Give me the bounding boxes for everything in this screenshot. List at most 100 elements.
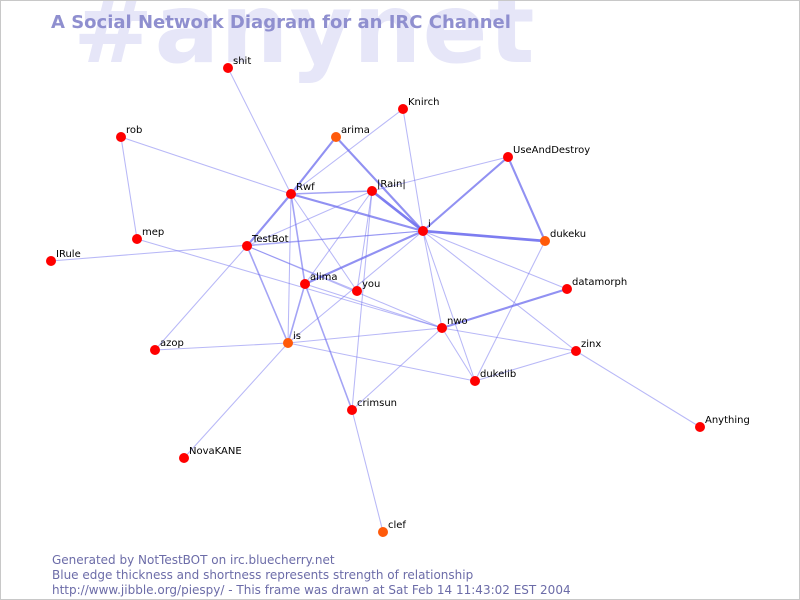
edge-testbot-nwo <box>246 245 443 329</box>
node-i: i <box>418 219 431 236</box>
edges-layer <box>50 67 701 533</box>
node-label: crimsun <box>357 398 397 409</box>
edge-is-novakane <box>183 342 289 459</box>
node-label: alima <box>310 272 338 283</box>
edge-testbot-is <box>246 245 289 344</box>
node-label: datamorph <box>572 277 627 288</box>
node-label: clef <box>388 520 406 531</box>
node-label: TestBot <box>251 234 289 245</box>
edge-useanddestroy-dukeku <box>506 155 547 243</box>
edge-rainl-alima <box>304 190 373 285</box>
node-novakane: NovaKANE <box>179 446 242 463</box>
edge-useanddestroy-i <box>421 155 510 233</box>
edge-shit-rwf <box>227 67 292 195</box>
node-dot <box>223 63 233 73</box>
node-label: zinx <box>581 339 601 350</box>
edge-i-alima <box>303 229 425 286</box>
node-label: azop <box>160 338 184 349</box>
node-label: you <box>362 279 380 290</box>
node-label: Knirch <box>408 97 439 108</box>
node-you: you <box>352 279 380 296</box>
node-label: dukeku <box>550 229 586 240</box>
edge-crimsun-clef <box>351 409 384 533</box>
node-dot <box>179 453 189 463</box>
node-rob: rob <box>116 125 142 142</box>
node-clef: clef <box>378 520 406 537</box>
edge-dukeku-dukelib <box>474 240 546 382</box>
node-label: nwo <box>447 316 468 327</box>
edge-nwo-datamorph <box>440 287 569 330</box>
edge-rainl-crimsun <box>351 190 373 411</box>
edge-irule-i <box>50 230 424 262</box>
node-label: |Rain| <box>377 179 406 190</box>
node-dot <box>283 338 293 348</box>
node-dukelib: dukelib <box>470 369 516 386</box>
edge-mep-nwo <box>136 238 443 329</box>
footer-legend-note: Blue edge thickness and shortness repres… <box>52 568 474 582</box>
edge-knirch-i <box>402 108 424 232</box>
node-crimsun: crimsun <box>347 398 397 415</box>
node-nwo: nwo <box>437 316 468 333</box>
node-dot <box>437 323 447 333</box>
edge-zinx-anything <box>575 350 701 428</box>
edge-nwo-zinx <box>441 327 577 352</box>
edge-rwf-alima <box>290 193 306 285</box>
node-arima: arima <box>331 125 370 142</box>
edge-azop-is <box>154 342 289 351</box>
footer-timestamp: http://www.jibble.org/piespy/ - This fra… <box>52 583 571 597</box>
edge-rwf-i <box>289 192 425 233</box>
node-label: dukelib <box>480 369 516 380</box>
channel-watermark: #anynet <box>73 0 536 85</box>
edge-arima-rwf <box>289 135 338 196</box>
edge-zinx-dukelib <box>474 350 577 382</box>
edge-alima-crimsun <box>304 283 353 411</box>
edge-rob-mep <box>120 136 138 240</box>
node-label: IRule <box>56 249 81 260</box>
node-dot <box>242 241 252 251</box>
node-dot <box>398 104 408 114</box>
edge-i-dukeku <box>421 229 547 243</box>
node-dot <box>116 132 126 142</box>
edge-arima-i <box>334 135 425 233</box>
node-label: Rwf <box>296 182 315 193</box>
edge-i-testbot <box>246 230 424 247</box>
node-label: UseAndDestroy <box>513 145 590 156</box>
node-label: i <box>428 219 431 230</box>
node-useanddestroy: UseAndDestroy <box>503 145 590 162</box>
node-dot <box>470 376 480 386</box>
node-label: shit <box>233 56 251 67</box>
node-dot <box>367 186 377 196</box>
node-dot <box>418 226 428 236</box>
edge-rainl-you <box>356 190 373 292</box>
edge-rob-rwf <box>120 136 292 195</box>
node-dot <box>695 422 705 432</box>
node-dot <box>540 236 550 246</box>
diagram-title: A Social Network Diagram for an IRC Chan… <box>51 12 511 33</box>
node-knirch: Knirch <box>398 97 439 114</box>
edge-i-datamorph <box>422 230 568 290</box>
node-zinx: zinx <box>571 339 601 356</box>
edge-rwf-you <box>290 193 358 292</box>
node-anything: Anything <box>695 415 750 432</box>
node-is: is <box>283 331 301 348</box>
edge-useanddestroy-rainl <box>371 156 509 192</box>
edge-testbot-you <box>246 245 358 292</box>
node-azop: azop <box>150 338 184 355</box>
node-label: arima <box>341 125 370 136</box>
footer: Generated by NotTestBOT on irc.bluecherr… <box>52 553 571 598</box>
node-datamorph: datamorph <box>562 277 627 294</box>
node-dot <box>132 234 142 244</box>
edge-rainl-i <box>370 189 425 233</box>
edge-rainl-testbot <box>246 190 373 247</box>
edge-i-dukelib <box>422 230 476 382</box>
node-label: is <box>293 331 301 342</box>
node-label: mep <box>142 227 164 238</box>
node-dot <box>503 152 513 162</box>
edge-alima-is <box>287 283 306 344</box>
node-label: rob <box>126 125 142 136</box>
edge-nwo-dukelib <box>441 327 476 382</box>
footer-generated-by: Generated by NotTestBOT on irc.bluecherr… <box>52 553 335 567</box>
